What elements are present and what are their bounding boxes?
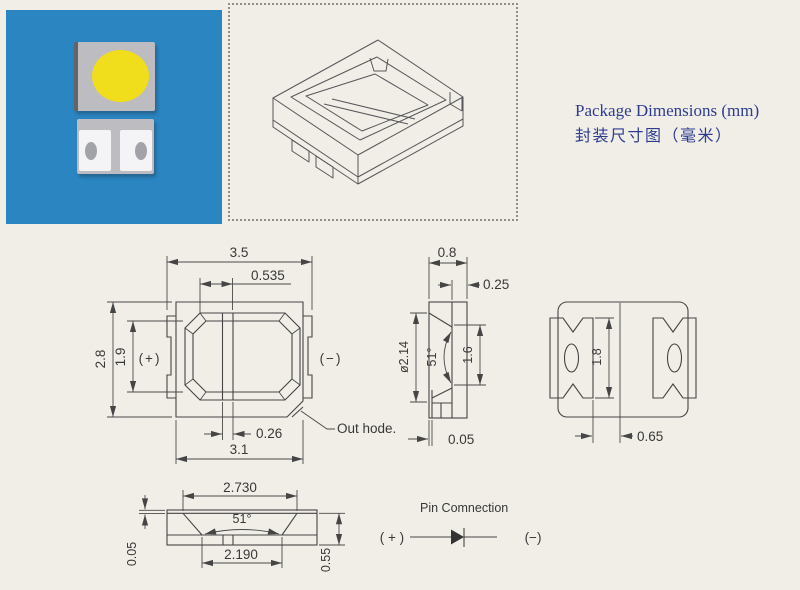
isometric-view-drawing — [272, 39, 464, 185]
dim-front-lip: 0.05 — [125, 542, 139, 566]
led-top-view-chip — [74, 42, 155, 111]
cathode-mark-callout: Out hode. — [337, 421, 396, 436]
pin-cathode-label: (−) — [525, 530, 542, 545]
dim-side-ledge: 0.25 — [483, 277, 509, 292]
page-title-chinese: 封装尺寸图（毫米） — [575, 127, 733, 145]
dim-side-lip: 0.05 — [448, 432, 474, 447]
isometric-view-box — [228, 3, 518, 221]
dim-front-bottom-opening: 2.190 — [224, 547, 258, 562]
dim-front-angle: 51° — [233, 512, 252, 526]
anode-label: (+) — [139, 351, 162, 366]
dim-side-cavity-diameter: ø2.14 — [397, 341, 411, 373]
phosphor-dot — [92, 50, 149, 102]
dim-top-width-total: 3.5 — [230, 245, 249, 260]
top-view-drawing: 3.5 0.535 2.8 1.9 (+) (−) 0.26 3 — [93, 245, 396, 464]
dim-top-lead-offset: 0.535 — [251, 268, 285, 283]
diode-symbol — [451, 529, 464, 545]
led-bottom-view-chip — [77, 119, 154, 174]
dim-front-top-opening: 2.730 — [223, 480, 257, 495]
pin-connection-diagram: Pin Comnection ( + ) (−) — [380, 501, 542, 547]
pin-anode-label: ( + ) — [380, 530, 404, 545]
front-section-drawing: 51° 2.730 0.05 2.190 0.55 — [125, 480, 345, 572]
dim-side-angle: 51° — [425, 348, 439, 367]
dim-bottom-pad-height: 1.8 — [590, 348, 604, 365]
pad-hole-right — [135, 142, 147, 160]
side-view-drawing: 51° 0.8 0.25 ø2.14 1.6 0.05 — [397, 245, 509, 447]
pad-hole-left — [85, 142, 97, 160]
page-title-english: Package Dimensions (mm) — [575, 101, 760, 120]
dim-top-height-total: 2.8 — [93, 350, 108, 369]
dim-front-thickness: 0.55 — [319, 548, 333, 572]
dim-side-top-width: 0.8 — [438, 245, 457, 260]
led-product-photo — [6, 10, 222, 224]
page-title: Package Dimensions (mm) 封装尺寸图（毫米） — [575, 101, 759, 146]
dim-side-inner-height: 1.6 — [461, 346, 475, 363]
dim-bottom-pad-inset: 0.65 — [637, 429, 663, 444]
bottom-view-drawing: 1.8 0.65 — [549, 301, 697, 444]
dim-top-inner-height: 1.9 — [113, 348, 128, 367]
dim-top-body-width: 3.1 — [230, 442, 249, 457]
dim-top-gap: 0.26 — [256, 426, 282, 441]
cathode-label: (−) — [320, 351, 343, 366]
pin-connection-title: Pin Comnection — [420, 501, 508, 515]
